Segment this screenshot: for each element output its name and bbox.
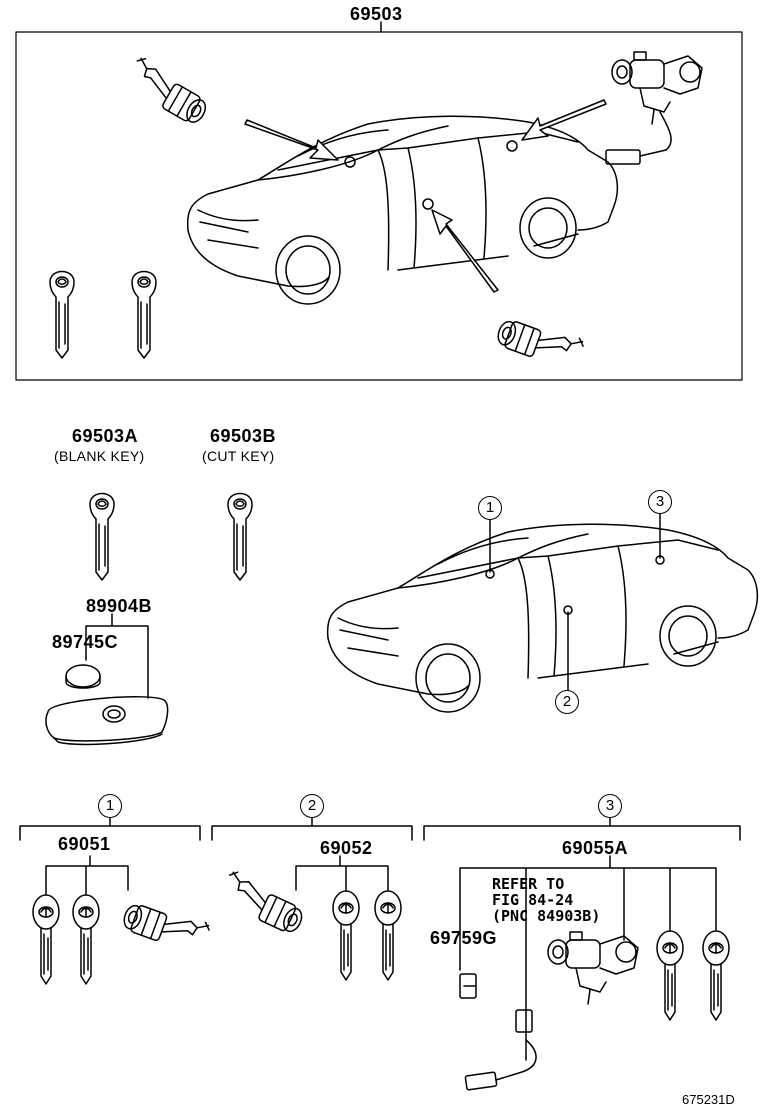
set3-harness — [495, 1039, 537, 1081]
callout-3-car: 3 — [648, 490, 672, 514]
part-number-69055a: 69055A — [562, 838, 629, 858]
diagram-id: 675231D — [682, 1092, 735, 1107]
callout-2-car: 2 — [555, 690, 579, 714]
blank-key-image — [89, 492, 115, 581]
bracket-2 — [211, 825, 413, 841]
reference-line-3: (PNC 84903B) — [492, 907, 601, 925]
part-number-69503a: 69503A — [72, 426, 139, 446]
part-number-89904b: 89904B — [86, 596, 153, 616]
set3-key-a — [656, 930, 684, 1021]
arrow-door-front — [244, 119, 339, 161]
main-set-box — [15, 31, 743, 381]
set3-key-b — [702, 930, 730, 1021]
set3-ignition — [547, 931, 639, 1005]
set2-cylinder — [217, 868, 310, 937]
set2-key-b — [374, 890, 402, 981]
top-key-right — [131, 270, 157, 359]
cut-key-image — [227, 492, 253, 581]
callout-1-group: 1 — [98, 794, 122, 818]
top-key-left — [49, 270, 75, 359]
arrow-trunk — [521, 99, 607, 141]
blank-key-note: (BLANK KEY) — [54, 448, 145, 464]
transmitter-image — [45, 696, 169, 746]
transmitter-leader — [85, 613, 149, 699]
top-door-cylinder-image — [122, 54, 214, 128]
set1-cylinder — [119, 894, 212, 958]
part-number-89745c: 89745C — [52, 632, 119, 652]
arrow-rear-door — [431, 209, 499, 293]
callout-3-group: 3 — [598, 794, 622, 818]
callout-2-group: 2 — [300, 794, 324, 818]
reference-line-2: FIG 84-24 — [492, 891, 574, 909]
part-number-69759g: 69759G — [430, 928, 498, 948]
top-rh-cylinder-image — [493, 310, 586, 374]
part-number-69052: 69052 — [320, 838, 373, 858]
top-ignition-image — [611, 51, 703, 125]
cut-key-note: (CUT KEY) — [202, 448, 275, 464]
battery-image — [65, 664, 101, 688]
part-number-69051: 69051 — [58, 834, 111, 854]
bracket-3 — [423, 825, 741, 841]
middle-car-image — [326, 523, 759, 713]
top-car-image — [186, 115, 619, 305]
part-number-69503: 69503 — [350, 4, 403, 24]
set2-key-a — [332, 890, 360, 981]
part-number-69503b: 69503B — [210, 426, 277, 446]
reference-line-1: REFER TO — [492, 875, 565, 893]
set1-key-b — [72, 894, 100, 985]
set1-key-a — [32, 894, 60, 985]
callout-1-car: 1 — [478, 496, 502, 520]
